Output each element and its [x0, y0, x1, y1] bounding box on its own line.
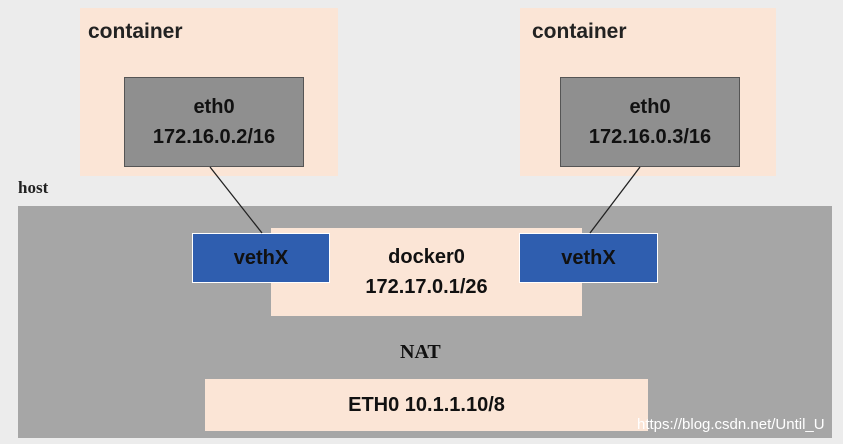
docker0-name: docker0	[388, 246, 465, 268]
container-left-eth0: eth0 172.16.0.2/16	[124, 77, 304, 167]
wire-left	[209, 166, 263, 234]
nat-label: NAT	[400, 341, 441, 363]
veth-left-label: vethX	[233, 246, 289, 269]
wire-right	[589, 166, 641, 234]
container-left-eth0-name: eth0	[193, 96, 235, 118]
container-left-eth0-ip: 172.16.0.2/16	[152, 126, 276, 148]
container-right-label: container	[532, 20, 627, 43]
veth-left: vethX	[192, 233, 330, 283]
container-right-eth0: eth0 172.16.0.3/16	[560, 77, 740, 167]
docker0-ip: 172.17.0.1/26	[365, 276, 488, 298]
container-left-label: container	[88, 20, 183, 43]
host-label: host	[18, 178, 49, 197]
veth-right-label: vethX	[561, 246, 616, 269]
container-right-eth0-ip: 172.16.0.3/16	[588, 126, 712, 148]
watermark: https://blog.csdn.net/Until_U	[637, 416, 825, 433]
host-eth0: ETH0 10.1.1.10/8	[205, 379, 648, 431]
host-eth0-label: ETH0 10.1.1.10/8	[348, 393, 505, 416]
veth-right: vethX	[519, 233, 658, 283]
container-right-eth0-name: eth0	[629, 96, 671, 118]
